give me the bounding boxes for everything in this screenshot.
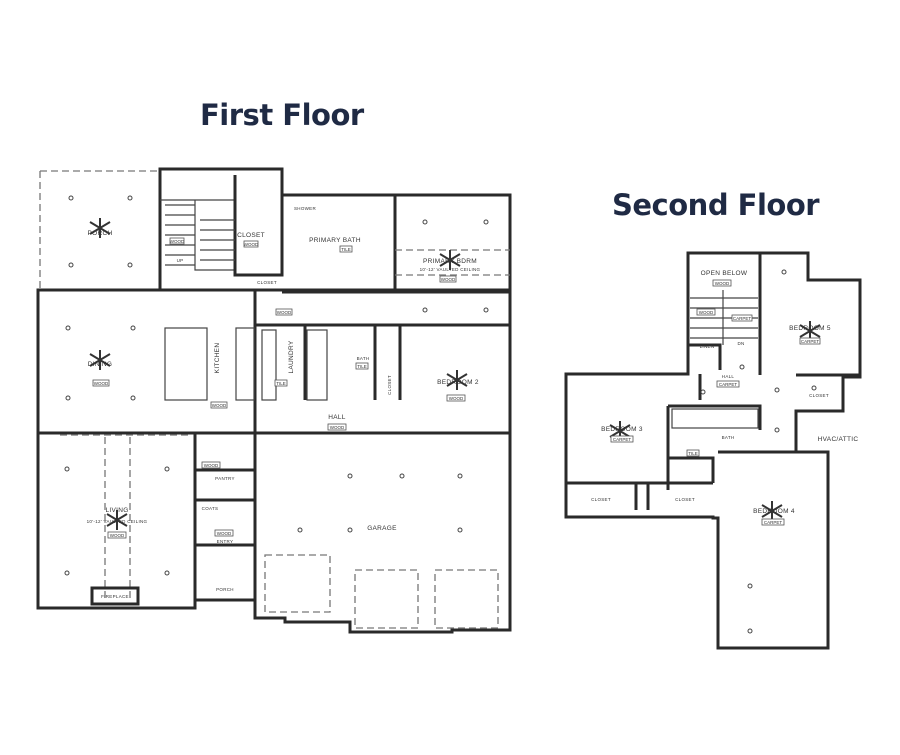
floor-tag: TILE	[686, 449, 700, 457]
room-label-fireplace: FIREPLACE	[101, 594, 129, 599]
svg-text:WOOD: WOOD	[277, 310, 292, 315]
room-label-bedroom-5: BEDROOM 5	[789, 325, 831, 332]
floor-tag: WOOD	[214, 529, 234, 537]
svg-text:WOOD: WOOD	[715, 281, 730, 286]
room-label-closet-hall: CLOSET	[387, 375, 392, 395]
stairs	[165, 204, 235, 266]
room-label-primary-bath: PRIMARY BATH	[309, 237, 361, 244]
floor-tag: WOOD	[439, 275, 457, 283]
floor-tag: TILE	[355, 362, 369, 370]
room-label-linen: LINEN	[700, 344, 715, 349]
ceiling-fan-icon	[106, 510, 128, 530]
room-label-kitchen: KITCHEN	[214, 343, 221, 374]
svg-text:WOOD: WOOD	[170, 239, 185, 244]
floor-tag: WOOD	[210, 401, 228, 409]
ceiling-note: 10'-12' VAULTED CEILING	[87, 519, 148, 524]
svg-text:WOOD: WOOD	[449, 396, 464, 401]
floor-tag: TILE	[274, 379, 288, 387]
floor-tag: WOOD	[107, 531, 127, 539]
room-label-living: LIVING	[105, 507, 128, 514]
svg-text:WOOD: WOOD	[244, 242, 259, 247]
floor-tag: CARPET	[610, 435, 634, 443]
floor-tag: WOOD	[712, 279, 732, 287]
svg-text:TILE: TILE	[357, 364, 367, 369]
room-label-hall: HALL	[328, 414, 346, 421]
room-label-laundry: LAUNDRY	[288, 340, 295, 373]
svg-text:CARPET: CARPET	[801, 339, 820, 344]
room-label-shower: SHOWER	[294, 206, 317, 211]
floor-tag: WOOD	[446, 394, 466, 402]
room-label-garage: GARAGE	[367, 525, 397, 532]
floor-tag: CARPET	[716, 380, 740, 388]
svg-text:WOOD: WOOD	[94, 381, 109, 386]
svg-text:CARPET: CARPET	[613, 437, 632, 442]
svg-text:WOOD: WOOD	[330, 425, 345, 430]
room-label-entry: ENTRY	[217, 539, 234, 544]
ceiling-fan-icon	[89, 218, 111, 238]
floor-tag: WOOD	[275, 308, 293, 316]
floor-tag: CARPET	[799, 337, 821, 345]
floor-tag: WOOD	[243, 240, 259, 248]
svg-text:CARPET: CARPET	[733, 316, 752, 321]
second-floor-title: Second Floor	[612, 188, 820, 222]
fireplace	[90, 586, 140, 606]
svg-text:WOOD: WOOD	[204, 463, 219, 468]
room-label-closet-b5: CLOSET	[809, 393, 829, 398]
svg-text:TILE: TILE	[341, 247, 351, 252]
floor-tag: CARPET	[731, 314, 753, 322]
ceiling-lights	[64, 195, 489, 576]
floor-tag: WOOD	[92, 379, 110, 387]
room-label-bedroom-2: BEDROOM 2	[437, 379, 479, 386]
room-label-closet-small: CLOSET	[257, 280, 277, 285]
room-label-closet-b3: CLOSET	[591, 497, 611, 502]
room-label-bedroom-3: BEDROOM 3	[601, 426, 643, 433]
floor-tag: WOOD	[169, 237, 185, 245]
room-label-primary-bdrm: PRIMARY BDRM	[423, 258, 477, 265]
ceiling-lights	[700, 269, 817, 634]
room-label-pantry: PANTRY	[215, 476, 235, 481]
first-floor-plan: PORCH CLOSET SHOWER PRIMARY BATH PRIMARY…	[36, 167, 512, 634]
svg-text:WOOD: WOOD	[699, 310, 714, 315]
room-label-hvac-attic: HVAC/ATTIC	[818, 436, 859, 443]
ceiling-fan-icon	[89, 350, 111, 370]
svg-text:WOOD: WOOD	[217, 531, 232, 536]
svg-text:WOOD: WOOD	[212, 403, 227, 408]
ceiling-fan-icon	[446, 370, 468, 390]
floor-tag: WOOD	[201, 461, 221, 469]
floor-tag: WOOD	[327, 423, 347, 431]
room-label-closet-b4: CLOSET	[675, 497, 695, 502]
room-label-dining: DINING	[88, 361, 113, 368]
svg-text:TILE: TILE	[276, 381, 286, 386]
floor-tag: WOOD	[696, 308, 716, 316]
room-label-bath: BATH	[722, 435, 735, 440]
ceiling-fan-icon	[761, 501, 783, 521]
svg-text:WOOD: WOOD	[110, 533, 125, 538]
room-label-bedroom-4: BEDROOM 4	[753, 508, 795, 515]
room-label-closet: CLOSET	[237, 232, 265, 239]
second-floor-plan: OPEN BELOW LINEN HALL BEDROOM 5 CLOSET B…	[564, 251, 862, 650]
first-floor-title: First Floor	[200, 98, 364, 132]
svg-text:WOOD: WOOD	[441, 277, 456, 282]
room-label-porch-front: PORCH	[216, 587, 234, 592]
svg-text:CARPET: CARPET	[764, 520, 783, 525]
floor-tag: TILE	[339, 245, 353, 253]
svg-text:TILE: TILE	[688, 451, 698, 456]
ceiling-note: 10'-12' VAULTED CEILING	[420, 267, 481, 272]
room-label-open-below: OPEN BELOW	[701, 270, 748, 277]
svg-text:CARPET: CARPET	[719, 382, 738, 387]
room-label-bath: BATH	[357, 356, 370, 361]
stairs-down-label: DN	[737, 341, 744, 346]
ceiling-fan-icon	[439, 250, 461, 270]
stairs-up-label: UP	[177, 258, 184, 263]
room-label-coats: COATS	[202, 506, 219, 511]
floor-tag: CARPET	[761, 518, 785, 526]
room-label-porch-rear: PORCH	[88, 230, 113, 237]
room-label-hall: HALL	[722, 374, 735, 379]
